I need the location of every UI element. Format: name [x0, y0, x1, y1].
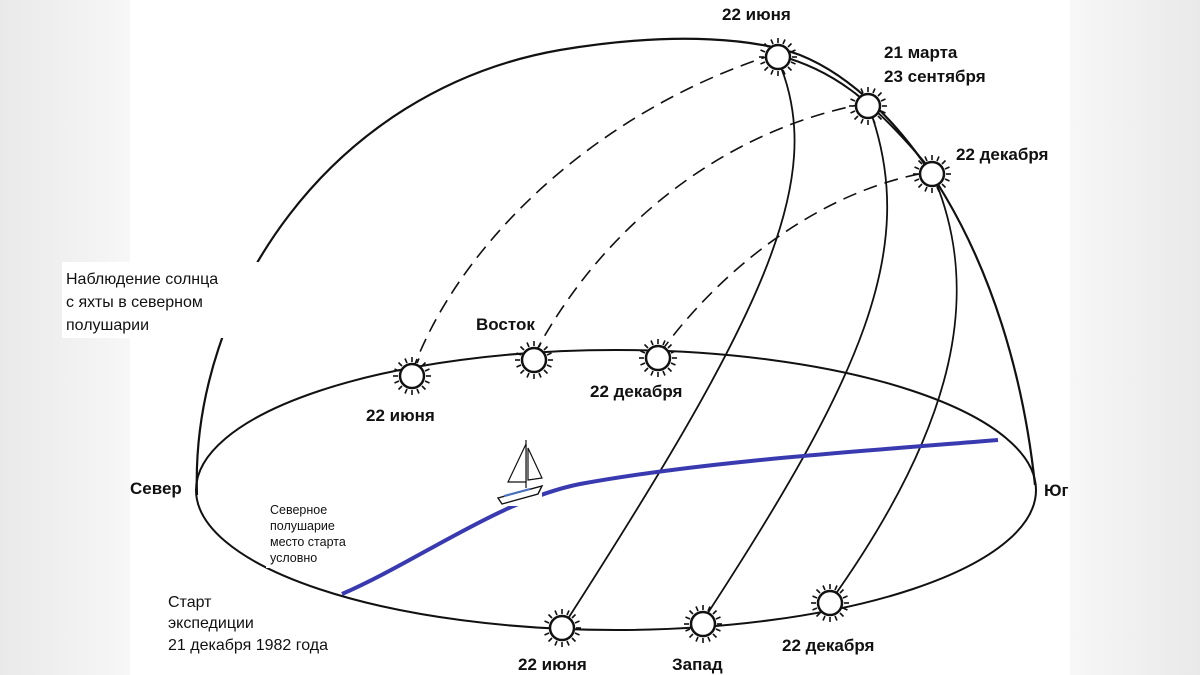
west-december-label: 22 декабря — [782, 636, 874, 655]
sun-icon — [391, 355, 433, 397]
west-june-label: 22 июня — [518, 655, 587, 674]
hemisphere-note-bg — [266, 496, 364, 568]
east-june-label: 22 июня — [366, 406, 435, 425]
solid-arc-june — [561, 59, 796, 629]
top-june-label: 22 июня — [722, 5, 791, 24]
observation-line-1: Наблюдение солнца — [66, 271, 218, 288]
solid-arc-december — [829, 179, 958, 603]
solid-arc-equinox — [701, 109, 889, 623]
sun-icon — [809, 582, 851, 624]
meridian-arc — [777, 54, 936, 176]
observation-note-bg — [62, 262, 262, 338]
dashed-arc-equinox — [533, 102, 869, 356]
east-label: Восток — [476, 315, 535, 334]
hemisphere-line-3: место старта — [270, 535, 346, 549]
horizon-ellipse — [195, 349, 1037, 631]
north-label: Север — [130, 479, 182, 498]
sun-icon — [513, 339, 555, 381]
south-label: Юг — [1044, 481, 1069, 500]
right-margin — [1070, 0, 1200, 675]
top-december-label: 22 декабря — [956, 145, 1048, 164]
observation-line-2: с яхты в северном — [66, 294, 203, 311]
hemisphere-line-2: полушарие — [270, 519, 335, 533]
sun-icon — [637, 337, 679, 379]
expedition-route — [341, 438, 999, 596]
start-line-2: экспедиции — [168, 615, 254, 632]
start-line-3: 21 декабря 1982 года — [168, 637, 328, 654]
equinox-label-1: 21 марта — [884, 43, 958, 62]
equinox-label-2: 23 сентября — [884, 67, 986, 86]
observation-line-3: полушарии — [66, 317, 149, 334]
sun-icon — [682, 603, 724, 645]
dome-outline — [195, 37, 1037, 496]
dashed-arc-december — [659, 171, 931, 354]
start-line-1: Старт — [168, 594, 212, 611]
hemisphere-line-4: условно — [270, 551, 317, 565]
sailboat-icon — [496, 428, 544, 506]
dashed-arc-june — [411, 54, 773, 373]
hemisphere-line-1: Северное — [270, 503, 327, 517]
east-december-label: 22 декабря — [590, 382, 682, 401]
west-label: Запад — [672, 655, 723, 674]
